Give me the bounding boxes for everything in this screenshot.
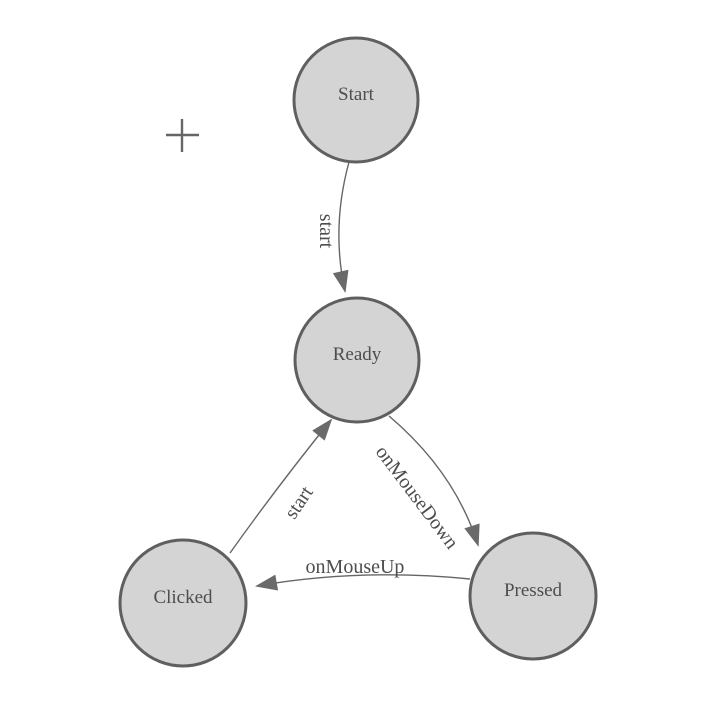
edge-ready-to-pressed: onMouseDown bbox=[371, 415, 480, 554]
state-node-start[interactable]: Start bbox=[292, 36, 420, 164]
edge-line-pressed-to-clicked bbox=[255, 574, 471, 591]
edge-label-pressed-to-clicked: onMouseUp bbox=[306, 556, 405, 578]
crosshair-plus-icon bbox=[166, 119, 199, 152]
edge-pressed-to-clicked: onMouseUp bbox=[255, 556, 471, 591]
edge-label-ready-to-pressed: onMouseDown bbox=[371, 442, 463, 554]
edge-line-clicked-to-ready bbox=[229, 418, 333, 554]
state-node-pressed[interactable]: Pressed bbox=[468, 531, 598, 661]
edge-clicked-to-ready: start bbox=[229, 418, 333, 554]
edge-label-clicked-to-ready: start bbox=[280, 482, 318, 523]
state-node-ready-circle[interactable] bbox=[293, 296, 421, 424]
state-node-ready[interactable]: Ready bbox=[293, 296, 421, 424]
edge-start-to-ready: start bbox=[315, 161, 350, 293]
state-node-clicked[interactable]: Clicked bbox=[118, 538, 248, 668]
state-node-clicked-circle[interactable] bbox=[118, 538, 248, 668]
state-node-start-circle[interactable] bbox=[292, 36, 420, 164]
edge-label-start-to-ready: start bbox=[315, 214, 337, 249]
edge-line-ready-to-pressed bbox=[388, 415, 480, 547]
state-node-pressed-circle[interactable] bbox=[468, 531, 598, 661]
edge-line-start-to-ready bbox=[332, 161, 350, 293]
